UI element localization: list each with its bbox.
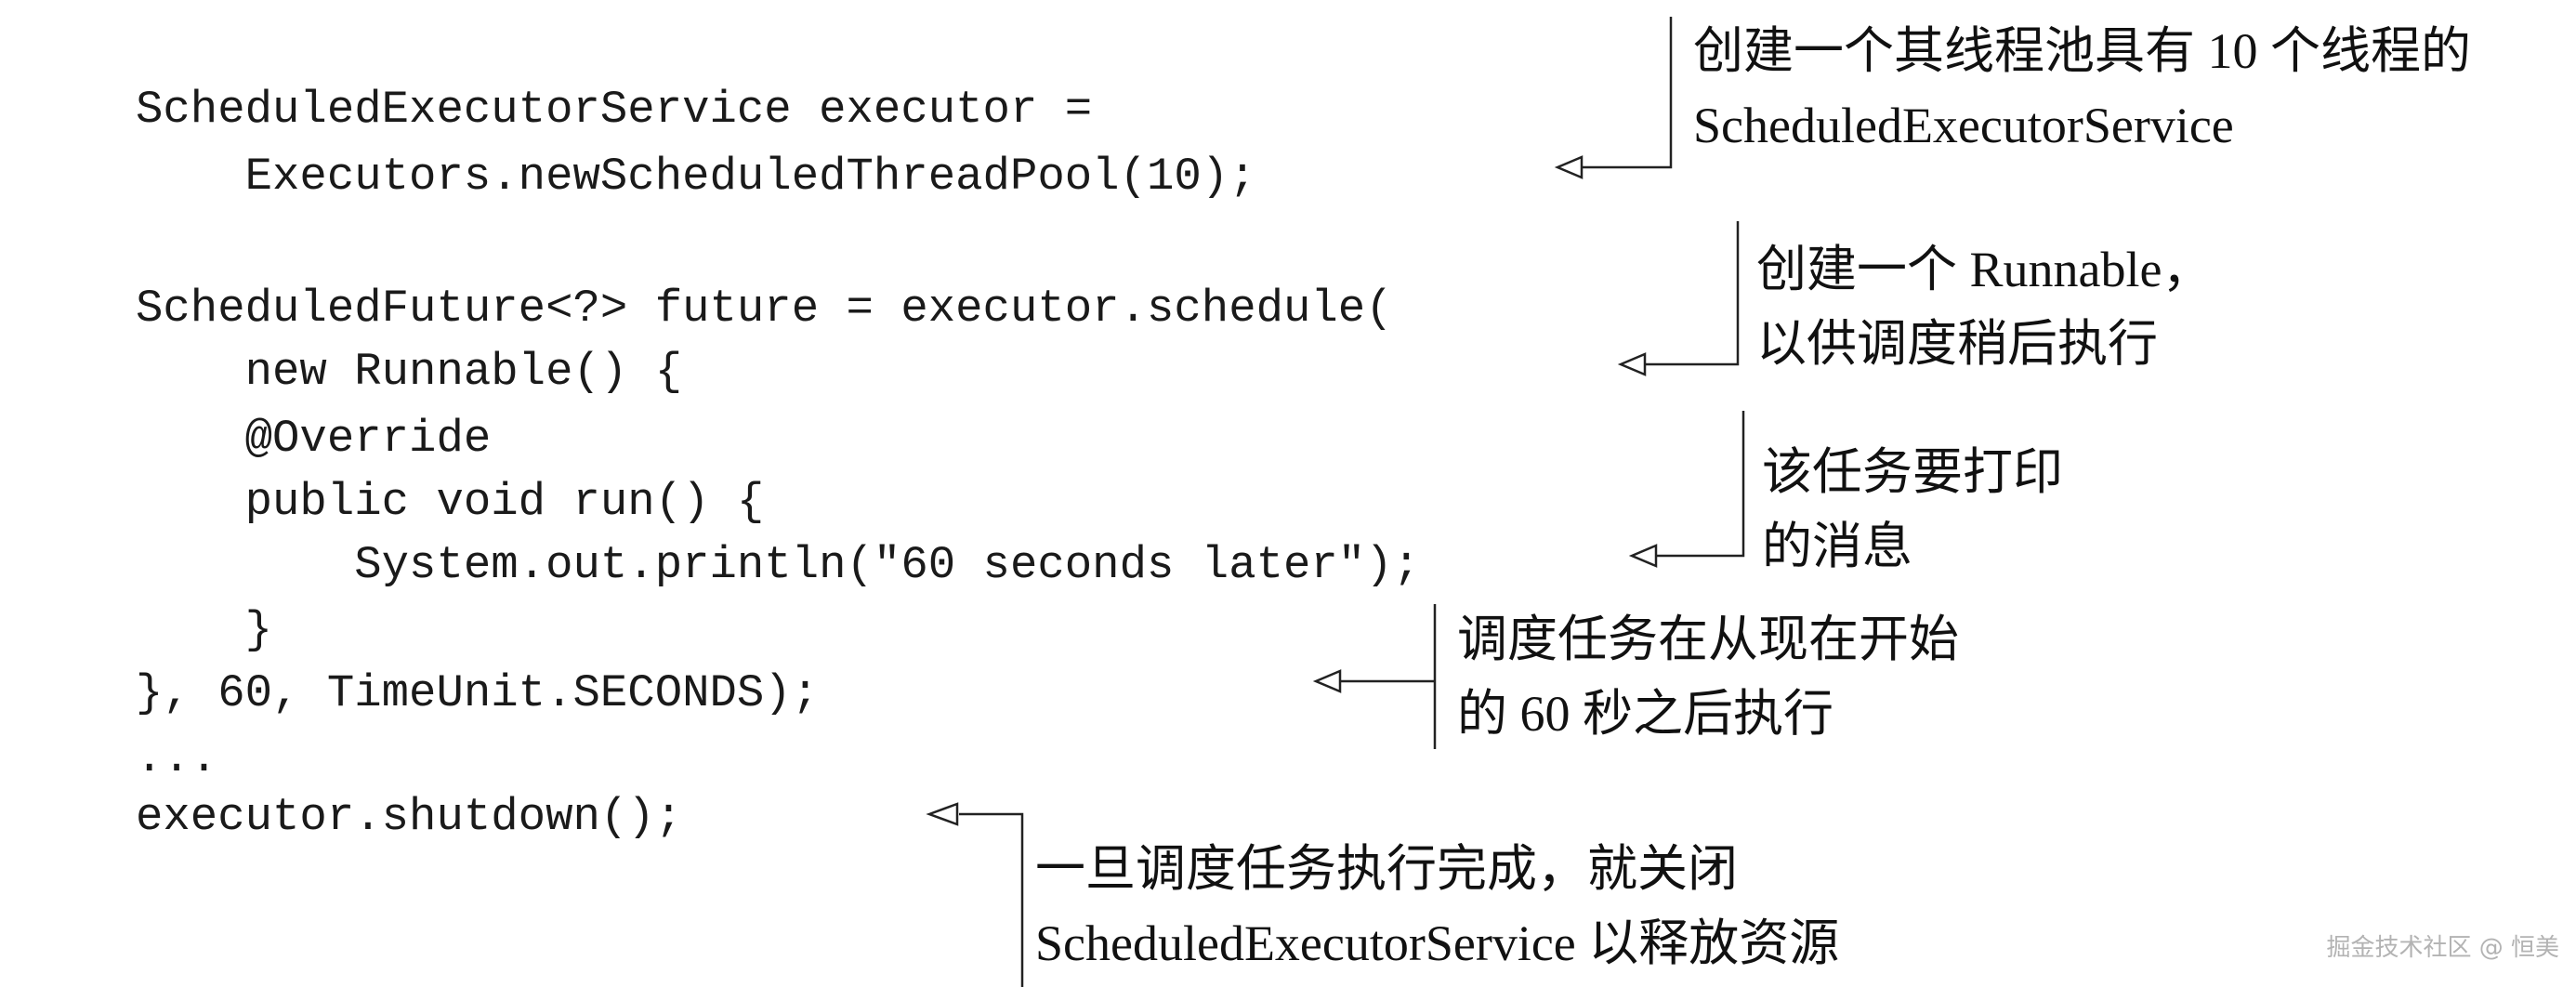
code-line: }, 60, TimeUnit.SECONDS); (136, 667, 820, 719)
connector-line (959, 812, 1024, 987)
annotation-shutdown: 一旦调度任务执行完成，就关闭 ScheduledExecutorService … (1035, 832, 1839, 980)
code-line: new Runnable() { (136, 346, 683, 398)
code-line: ScheduledFuture<?> future = executor.sch… (136, 283, 1393, 335)
annotation-thread-pool: 创建一个其线程池具有 10 个线程的 ScheduledExecutorServ… (1693, 14, 2471, 163)
annotation-runnable: 创建一个 Runnable， 以供调度稍后执行 (1756, 232, 2212, 381)
watermark: 掘金技术社区 @ 恒美 (2326, 934, 2559, 962)
code-line: executor.shutdown(); (136, 791, 683, 843)
connector-line (1580, 17, 1673, 169)
annotation-schedule-delay: 调度任务在从现在开始 的 60 秒之后执行 (1457, 602, 1959, 751)
code-line: System.out.println("60 seconds later"); (136, 539, 1421, 591)
annotation-line: ScheduledExecutorService 以释放资源 (1035, 915, 1840, 971)
arrow-head (1628, 544, 1658, 568)
code-line: ScheduledExecutorService executor = (136, 84, 1093, 136)
arrow-head (926, 802, 959, 826)
annotation-line: 创建一个 Runnable， (1756, 242, 2213, 297)
arrow-head (1554, 155, 1584, 179)
annotation-line: 的 60 秒之后执行 (1457, 686, 1833, 742)
annotation-line: 调度任务在从现在开始 (1457, 612, 1959, 667)
code-line: public void run() { (136, 476, 765, 528)
annotation-line: 的消息 (1762, 519, 1912, 574)
arrow-head (1617, 352, 1647, 376)
annotation-message: 该任务要打印 的消息 (1762, 435, 2063, 584)
annotation-line: 一旦调度任务执行完成，就关闭 (1035, 841, 1738, 897)
code-line: Executors.newScheduledThreadPool(10); (136, 151, 1256, 203)
annotation-line: 创建一个其线程池具有 10 个线程的 (1693, 23, 2471, 79)
arrow-head (1312, 669, 1342, 693)
connector-line (1654, 411, 1745, 558)
code-line: @Override (136, 413, 492, 465)
annotation-line: 以供调度稍后执行 (1756, 316, 2158, 372)
code-line: ... (136, 732, 218, 784)
code-listing: ScheduledExecutorService executor = Exec… (0, 0, 1420, 840)
annotation-line: 该任务要打印 (1762, 444, 2063, 500)
annotation-line: ScheduledExecutorService (1693, 98, 2234, 153)
code-line: } (136, 604, 273, 656)
connector-line (1643, 221, 1740, 366)
